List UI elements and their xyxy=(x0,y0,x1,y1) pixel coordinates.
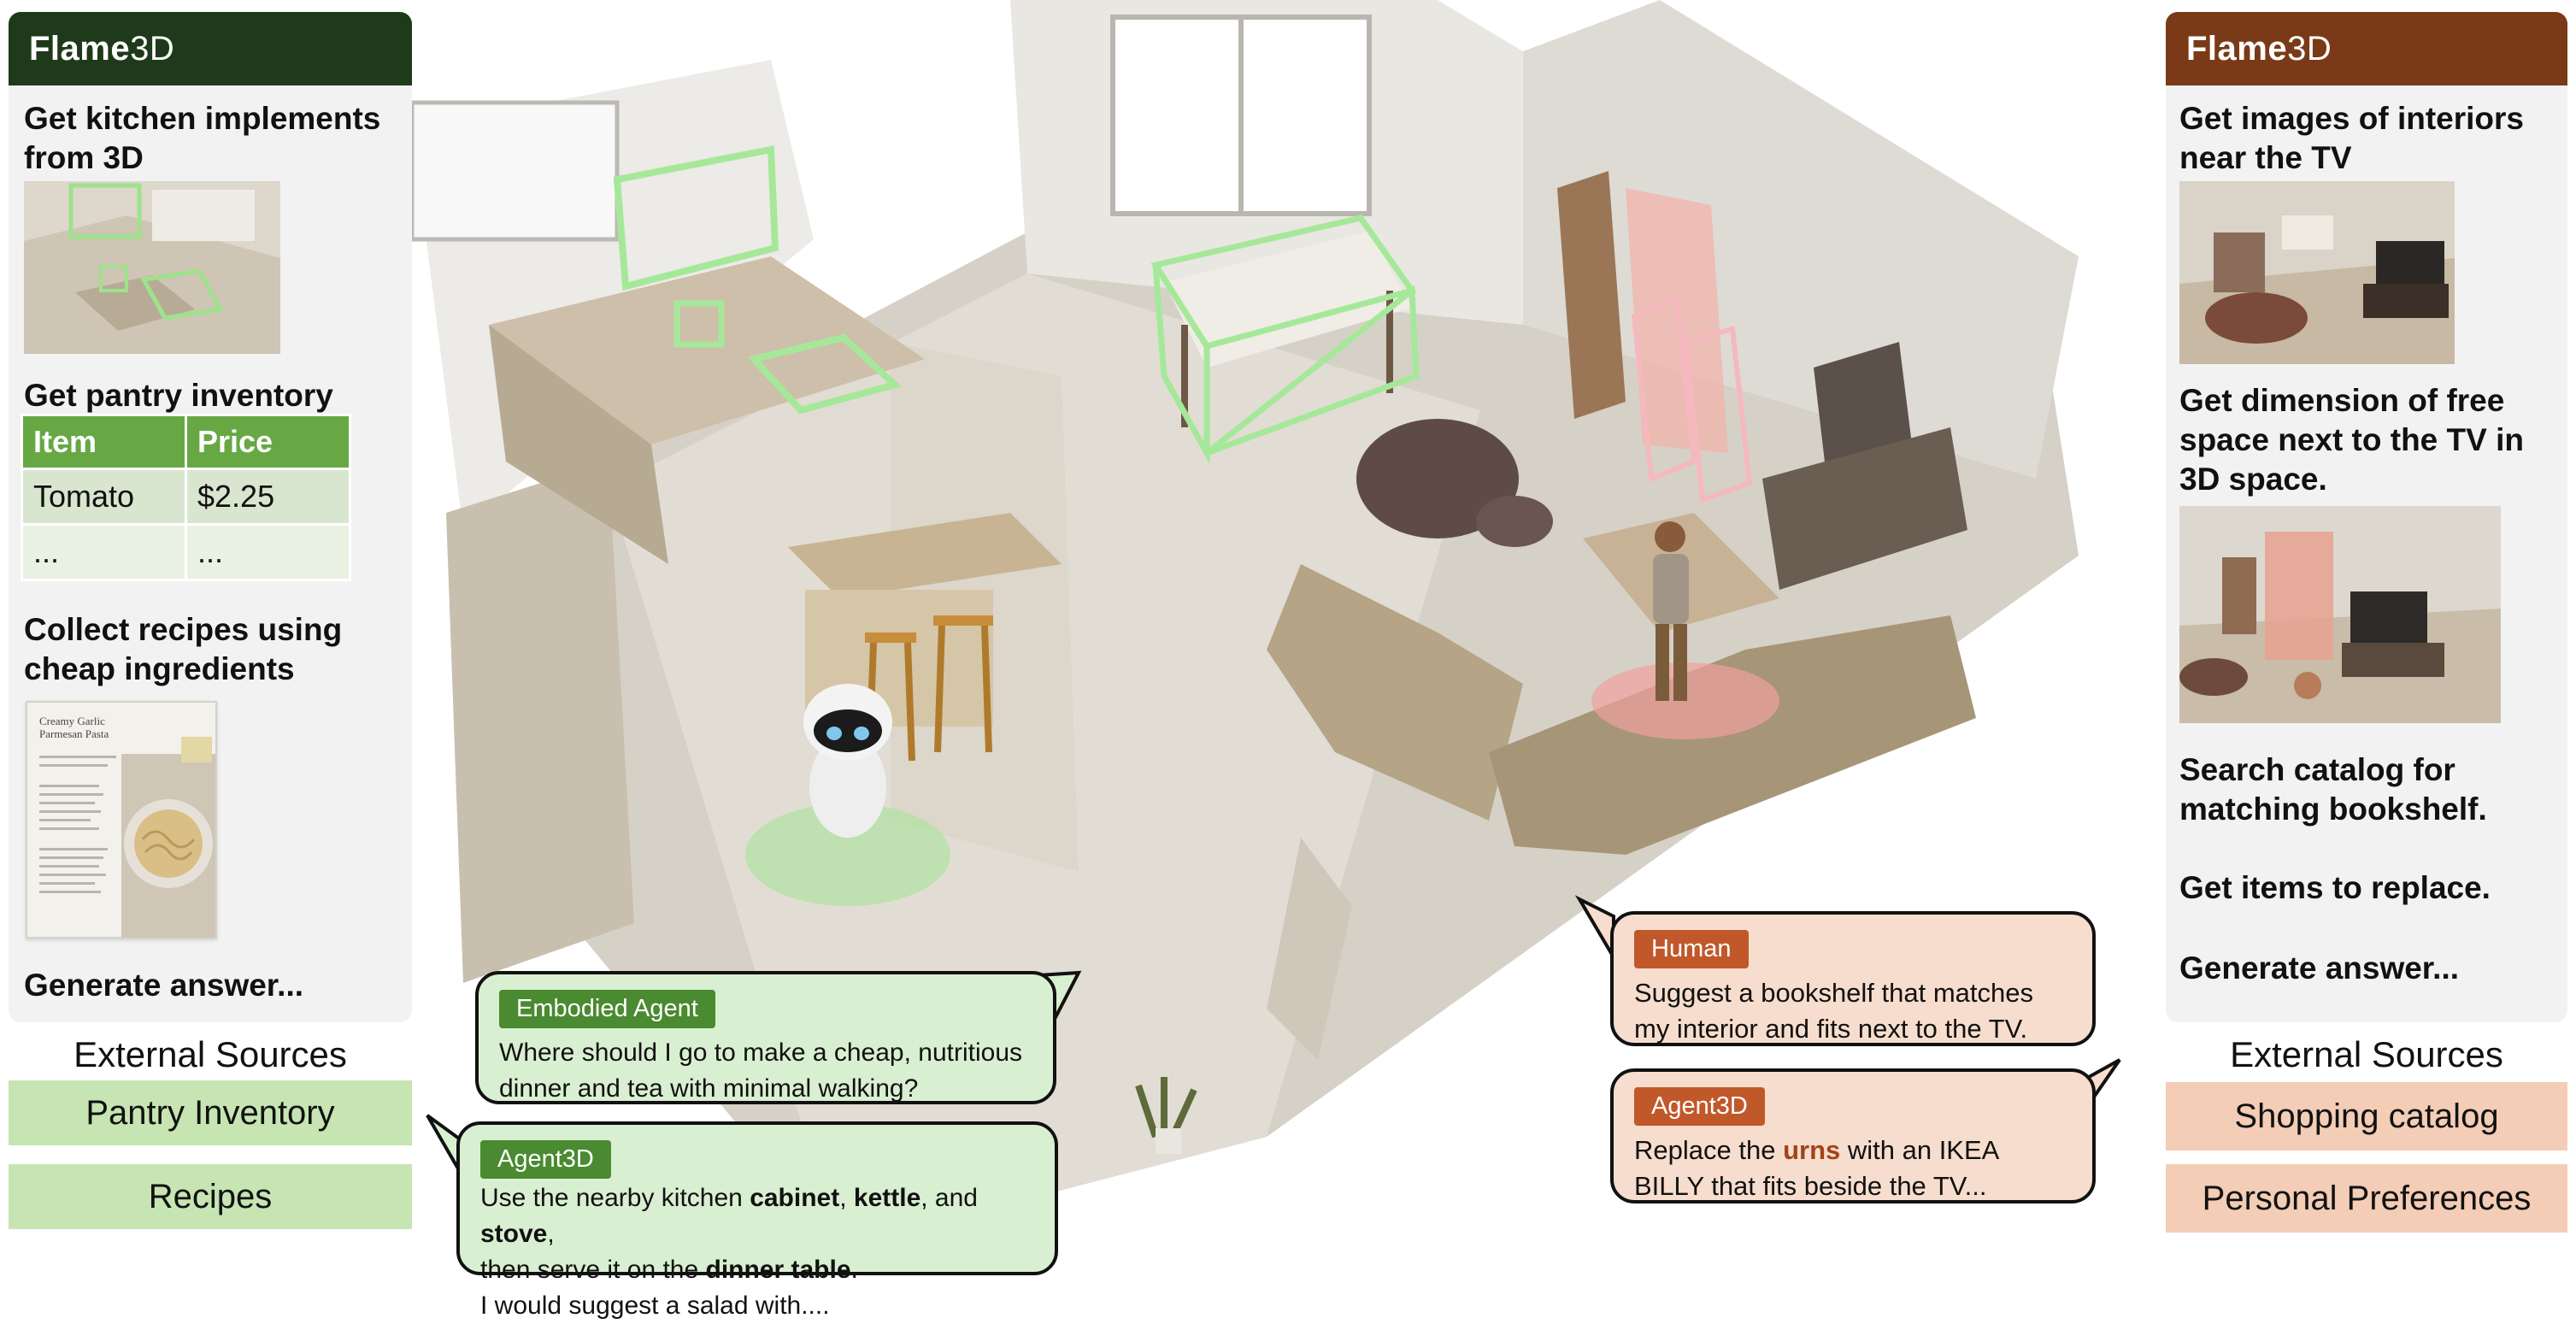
kitchen-thumbnail-art xyxy=(24,181,280,354)
human-bubble: Human Suggest a bookshelf that matches m… xyxy=(1610,911,2096,1046)
text-run: with an IKEA BILLY that fits beside the … xyxy=(1634,1135,1998,1201)
text-run: . xyxy=(850,1256,858,1284)
text-run: , and xyxy=(920,1184,978,1212)
agent3d-left-text: Use the nearby kitchen cabinet, kettle, … xyxy=(480,1180,1034,1324)
text-run: , xyxy=(547,1220,555,1248)
table-row: ... ... xyxy=(21,523,351,581)
left-step-4: Generate answer... xyxy=(24,968,304,1003)
text-run: then serve it on the xyxy=(480,1256,706,1284)
agent3d-right-bubble: Agent3D Replace the urns with an IKEA BI… xyxy=(1610,1068,2096,1203)
table-header-item: Item xyxy=(21,414,187,470)
recipe-card-art xyxy=(39,737,215,938)
agent3d-left-tag: Agent3D xyxy=(480,1140,611,1179)
table-header-price: Price xyxy=(185,414,351,470)
text-run: Use the nearby kitchen xyxy=(480,1184,750,1212)
scene-3d-art xyxy=(412,0,2079,1248)
highlight-dinner-table: dinner table xyxy=(705,1256,851,1284)
text-run: I would suggest a salad with.... xyxy=(480,1292,830,1320)
highlight-kettle: kettle xyxy=(853,1184,921,1212)
left-step-1: Get kitchen implements from 3D xyxy=(24,101,381,175)
agent3d-right-tag: Agent3D xyxy=(1634,1087,1765,1126)
embodied-agent-bubble: Embodied Agent Where should I go to make… xyxy=(475,971,1056,1104)
tv-interior-art xyxy=(2179,181,2455,364)
highlight-urns: urns xyxy=(1783,1135,1841,1165)
highlight-cabinet: cabinet xyxy=(750,1184,840,1212)
source-recipes[interactable]: Recipes xyxy=(9,1164,412,1229)
pantry-table: Item Price Tomato $2.25 ... ... xyxy=(21,414,351,581)
tv-interior-thumbnail xyxy=(2179,181,2455,364)
source-pantry-inventory[interactable]: Pantry Inventory xyxy=(9,1080,412,1145)
embodied-agent-text: Where should I go to make a cheap, nutri… xyxy=(499,1039,1023,1103)
table-cell: ... xyxy=(21,523,187,581)
table-cell: $2.25 xyxy=(185,468,351,526)
right-step-3: Search catalog for matching bookshelf. xyxy=(2179,752,2487,827)
left-sources-title: External Sources xyxy=(74,1034,347,1074)
embodied-agent-tag: Embodied Agent xyxy=(499,990,715,1028)
right-step-5: Generate answer... xyxy=(2179,950,2460,986)
table-cell: Tomato xyxy=(21,468,187,526)
brand-name-light: 3D xyxy=(2287,29,2332,68)
free-space-thumbnail xyxy=(2179,506,2501,723)
recipe-title: Creamy Garlic Parmesan Pasta xyxy=(39,715,109,740)
left-step-3: Collect recipes using cheap ingredients xyxy=(24,612,343,686)
free-space-art xyxy=(2179,506,2501,723)
brand-name-bold: Flame xyxy=(2186,29,2288,68)
human-text: Suggest a bookshelf that matches my inte… xyxy=(1634,978,2034,1044)
brand-name-bold: Flame xyxy=(29,29,131,68)
right-sources-title: External Sources xyxy=(2230,1034,2503,1074)
agent3d-left-bubble: Agent3D Use the nearby kitchen cabinet , … xyxy=(456,1121,1058,1320)
text-run: Replace the xyxy=(1634,1135,1784,1165)
human-tag: Human xyxy=(1634,930,1749,968)
right-step-1: Get images of interiors near the TV xyxy=(2179,101,2524,175)
recipe-card: Creamy Garlic Parmesan Pasta xyxy=(26,701,217,939)
kitchen-thumbnail xyxy=(24,181,280,354)
source-personal-preferences[interactable]: Personal Preferences xyxy=(2166,1164,2567,1233)
highlight-stove: stove xyxy=(480,1220,548,1248)
agent3d-right-text: Replace the urns with an IKEA BILLY that… xyxy=(1634,1133,2072,1204)
table-row: Tomato $2.25 xyxy=(21,468,351,526)
bubble-tails xyxy=(426,895,2121,1193)
left-step-2: Get pantry inventory xyxy=(24,378,333,413)
table-cell: ... xyxy=(185,523,351,581)
scene-3d-view xyxy=(412,0,2166,1286)
right-step-2: Get dimension of free space next to the … xyxy=(2179,383,2524,497)
brand-name-light: 3D xyxy=(130,29,175,68)
right-step-4: Get items to replace. xyxy=(2179,870,2491,905)
source-shopping-catalog[interactable]: Shopping catalog xyxy=(2166,1082,2567,1150)
text-run: , xyxy=(839,1184,854,1212)
pantry-table-grid: Item Price Tomato $2.25 ... ... xyxy=(21,414,351,581)
